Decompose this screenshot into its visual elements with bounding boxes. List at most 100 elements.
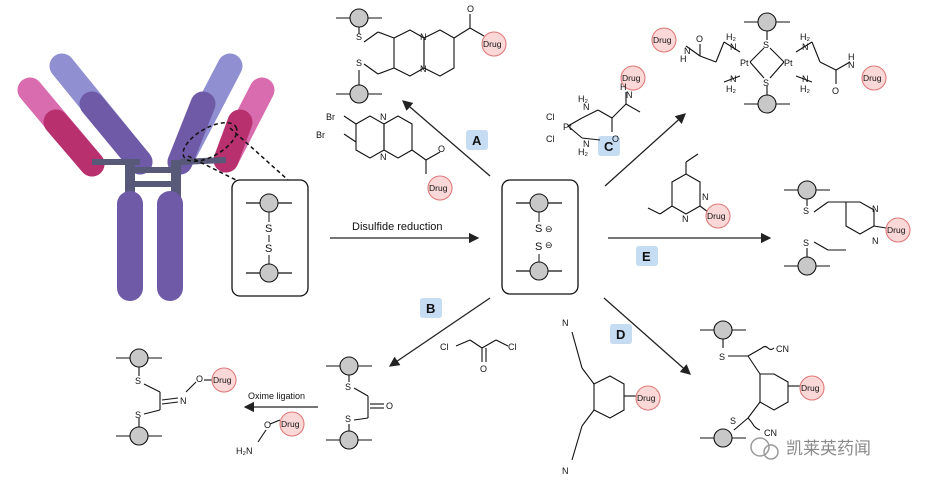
badge-e: E [636, 246, 658, 266]
svg-text:Br: Br [316, 130, 325, 140]
svg-text:H: H [680, 54, 687, 64]
sulfur-label: S [535, 223, 542, 235]
antibody [17, 53, 289, 301]
oxime-labels: S S N O Drug [135, 374, 232, 420]
reagent-c [567, 65, 646, 141]
svg-text:O: O [467, 4, 474, 14]
reaction-arrows: Oxime ligation [243, 100, 772, 413]
svg-text:N: N [562, 318, 569, 328]
oxime-ligation-label: Oxime ligation [248, 391, 305, 401]
svg-text:Pt: Pt [784, 58, 793, 68]
drug-label: Drug [653, 35, 672, 45]
sulfur-label: S [265, 223, 272, 235]
watermark: 凯莱英药闻 [750, 437, 871, 460]
drug-label: Drug [637, 393, 656, 403]
drug-label: Drug [887, 225, 906, 235]
product-e [784, 180, 911, 276]
svg-text:H₂: H₂ [578, 94, 588, 104]
disulfide-reduction-arrow: Disulfide reduction [330, 221, 480, 244]
svg-text:Pt: Pt [740, 58, 749, 68]
aminooxy-labels: O H₂N Drug [236, 419, 300, 456]
reagent-d [571, 331, 661, 461]
product-c-bis-pt [651, 12, 887, 114]
svg-text:N: N [684, 46, 691, 56]
svg-text:N: N [730, 74, 737, 84]
svg-text:N: N [730, 42, 737, 52]
product-b-labels: S S O [345, 382, 393, 424]
svg-text:H: H [848, 52, 855, 62]
oxime-product [116, 348, 237, 446]
reagent-b-labels: Cl Cl O [440, 342, 517, 374]
badge-d: D [610, 324, 632, 344]
thiolate-charge: ⊖ [545, 240, 553, 250]
svg-text:N: N [872, 236, 879, 246]
svg-text:N: N [562, 466, 569, 476]
svg-text:S: S [345, 382, 351, 392]
reagent-a-labels: Br Br N N O Drug [316, 112, 448, 193]
svg-text:H₂: H₂ [726, 84, 736, 94]
svg-text:N: N [180, 396, 187, 406]
svg-text:N: N [583, 102, 590, 112]
svg-text:O: O [438, 144, 445, 154]
svg-text:CN: CN [776, 344, 789, 354]
drug-label: Drug [483, 39, 502, 49]
svg-text:E: E [642, 249, 651, 264]
svg-text:S: S [763, 78, 769, 88]
svg-text:Br: Br [326, 112, 335, 122]
svg-text:H₂: H₂ [578, 147, 588, 157]
svg-text:N: N [626, 90, 633, 100]
svg-text:N: N [583, 139, 590, 149]
svg-text:Cl: Cl [508, 342, 517, 352]
svg-text:Cl: Cl [546, 134, 555, 144]
svg-text:B: B [426, 301, 435, 316]
svg-text:H₂: H₂ [800, 32, 810, 42]
svg-text:O: O [264, 420, 271, 430]
badge-b: B [420, 298, 442, 318]
svg-text:N: N [802, 42, 809, 52]
svg-text:N: N [872, 204, 879, 214]
svg-text:N: N [702, 192, 709, 202]
reagent-a [343, 115, 453, 201]
svg-text:O: O [480, 364, 487, 374]
svg-text:S: S [135, 410, 141, 420]
svg-text:S: S [803, 238, 809, 248]
svg-text:CN: CN [764, 428, 777, 438]
reagent-e [647, 153, 731, 229]
reagent-b [455, 339, 509, 362]
svg-text:S: S [763, 40, 769, 50]
svg-text:S: S [719, 352, 725, 362]
reagent-d-labels: N N Drug [562, 318, 656, 476]
svg-text:D: D [616, 327, 625, 342]
drug-label: Drug [213, 375, 232, 385]
svg-text:N: N [682, 214, 689, 224]
drug-label: Drug [801, 383, 820, 393]
svg-text:Cl: Cl [440, 342, 449, 352]
svg-text:C: C [604, 139, 614, 154]
product-d [700, 320, 825, 448]
svg-text:S: S [803, 206, 809, 216]
svg-text:O: O [386, 401, 393, 411]
svg-text:A: A [472, 133, 482, 148]
svg-text:O: O [196, 374, 203, 384]
badge-a: A [466, 130, 488, 150]
svg-text:Pt: Pt [563, 122, 572, 132]
svg-text:S: S [356, 32, 362, 42]
disulfide-box: S S [231, 179, 309, 297]
svg-text:H₂: H₂ [726, 32, 736, 42]
disulfide-reduction-label: Disulfide reduction [352, 221, 443, 233]
watermark-text: 凯莱英药闻 [786, 439, 871, 459]
product-e-labels: S S N N Drug [803, 204, 906, 248]
product-d-labels: S CN S CN Drug [719, 344, 820, 438]
product-a-quinoxaline-bridge [336, 8, 507, 104]
svg-text:H₂: H₂ [800, 84, 810, 94]
product-a-labels: S S N N O Drug [356, 4, 502, 74]
svg-text:N: N [420, 64, 427, 74]
product-c-labels: S S Pt Pt H₂ N H₂ N H₂ N H₂ N O H N O H … [653, 32, 882, 96]
svg-text:N: N [380, 112, 387, 122]
svg-text:O: O [832, 86, 839, 96]
drug-label: Drug [429, 183, 448, 193]
svg-text:S: S [345, 414, 351, 424]
drug-label: Drug [863, 73, 882, 83]
svg-text:Cl: Cl [546, 112, 555, 122]
